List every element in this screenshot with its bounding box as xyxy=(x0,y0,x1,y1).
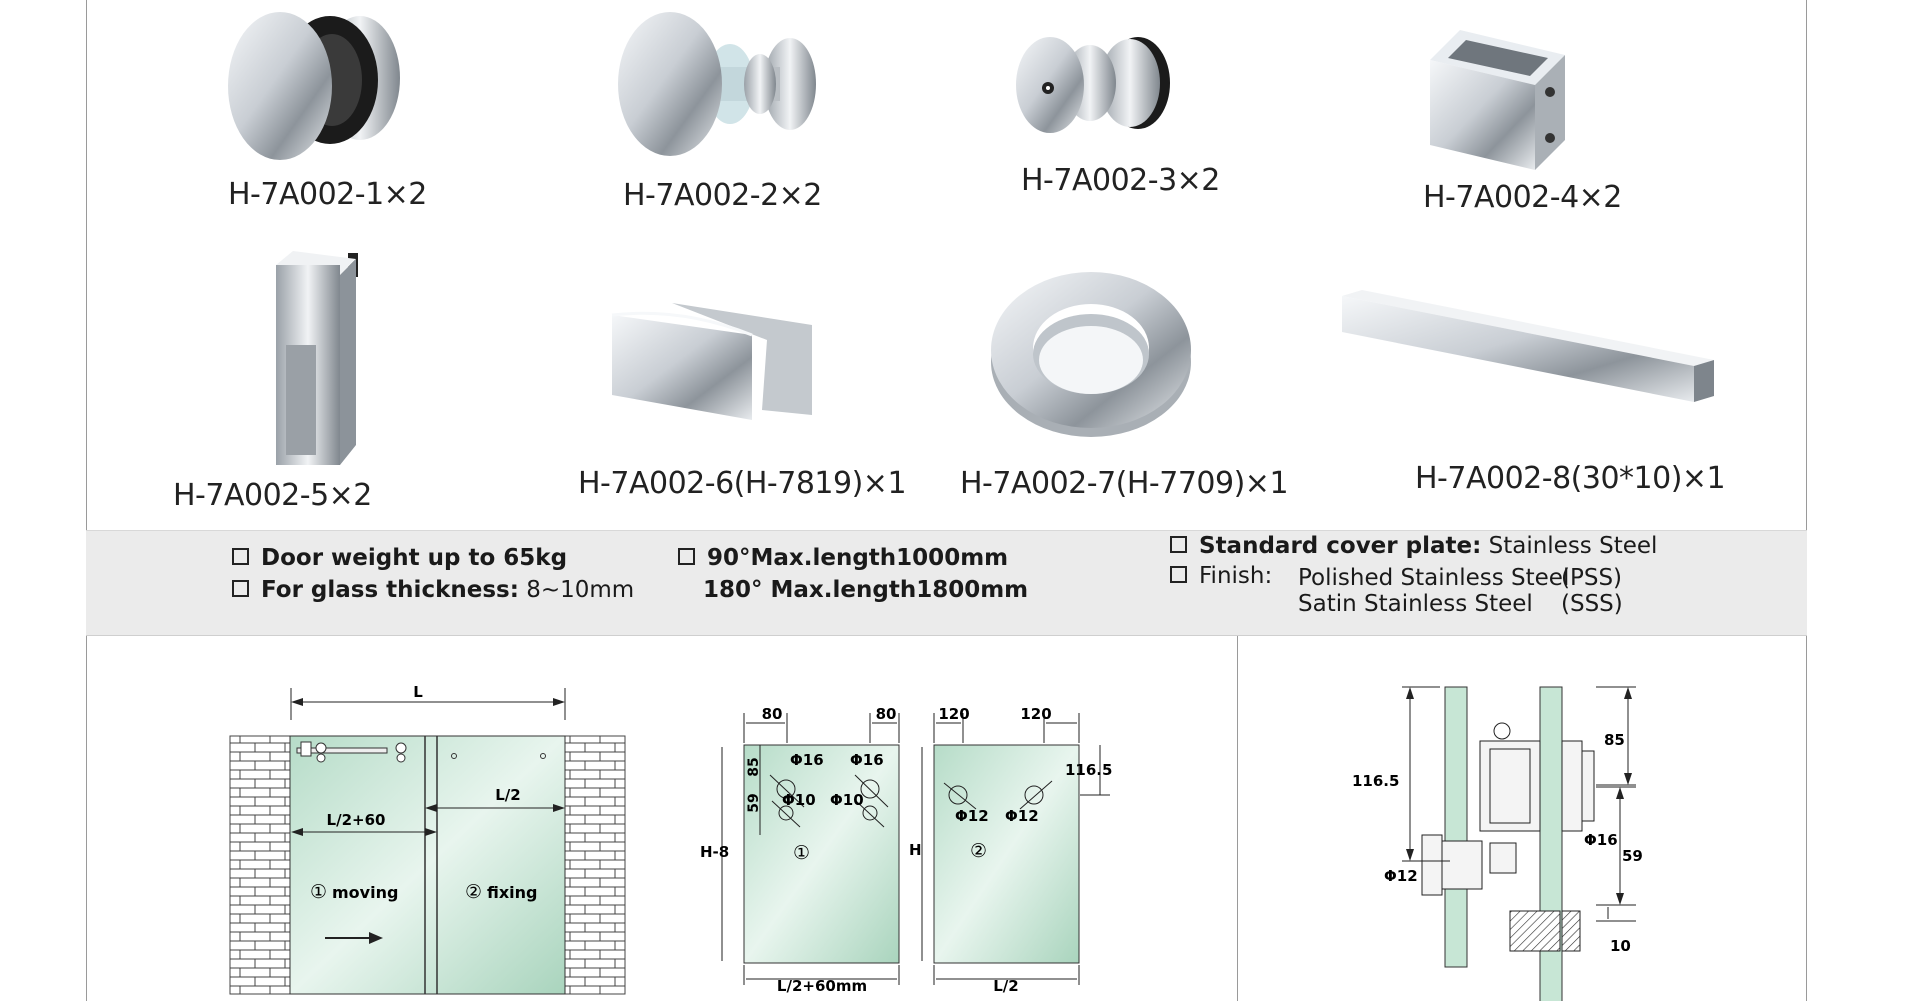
spec-door-weight: Door weight up to 65kg xyxy=(232,545,567,571)
dim-120-left: 120 xyxy=(938,705,969,723)
cross-section-diagram: 116.5 85 Φ16 59 Φ12 10 xyxy=(1352,686,1643,1001)
moving-number: ① xyxy=(310,881,327,903)
arrow-right-icon xyxy=(369,932,383,944)
dim-L: L xyxy=(413,683,423,701)
dim-85-section: 85 xyxy=(1604,731,1625,749)
product-label-4: H-7A002-4×2 xyxy=(1423,180,1622,215)
hole-phi10-right: Φ10 xyxy=(830,791,864,809)
checkbox-icon xyxy=(1170,566,1187,583)
moving-label: moving xyxy=(332,883,398,902)
hole-phi16-right: Φ16 xyxy=(850,751,884,769)
dim-bottom-1: L/2+60mm xyxy=(777,977,867,995)
diagram-divider xyxy=(1237,634,1238,1001)
spec-max-length-90: 90°Max.length1000mm xyxy=(678,545,1008,571)
dim-116-5-section: 116.5 xyxy=(1352,772,1399,790)
spec-max-length-180: 180° Max.length1800mm xyxy=(703,577,1029,603)
hole-phi16-left: Φ16 xyxy=(790,751,824,769)
dim-85: 85 xyxy=(746,757,762,776)
product-label-7: H-7A002-7(H-7709)×1 xyxy=(960,466,1289,501)
dim-bottom-2: L/2 xyxy=(993,977,1018,995)
spec-finish: Finish: xyxy=(1170,563,1272,589)
dim-116-5: 116.5 xyxy=(1065,761,1112,779)
dim-half: L/2 xyxy=(495,786,520,804)
dim-120-right: 120 xyxy=(1020,705,1051,723)
product-label-2: H-7A002-2×2 xyxy=(623,178,822,213)
dim-phi16-section: Φ16 xyxy=(1584,831,1618,849)
page-border-right xyxy=(1806,0,1807,1001)
spec-glass-thickness: For glass thickness: 8~10mm xyxy=(232,577,634,603)
checkbox-icon xyxy=(1170,536,1187,553)
dim-H-minus-8: H-8 xyxy=(700,843,729,861)
checkbox-icon xyxy=(678,548,695,565)
dim-10-section: 10 xyxy=(1610,937,1631,955)
spec-cover-plate: Standard cover plate: Stainless Steel xyxy=(1170,533,1657,559)
product-label-3: H-7A002-3×2 xyxy=(1021,163,1220,198)
product-image-stopper xyxy=(276,251,358,465)
dim-59-section: 59 xyxy=(1622,847,1643,865)
page-border-left xyxy=(86,0,87,1001)
dim-half-plus-60: L/2+60 xyxy=(327,811,386,829)
product-label-8: H-7A002-8(30*10)×1 xyxy=(1415,461,1726,496)
product-image-rail xyxy=(1342,290,1714,402)
dim-H: H xyxy=(909,841,922,859)
door-layout-diagram: L L/2+60 L/2 ① moving ② fixing xyxy=(229,683,626,995)
dim-80-left: 80 xyxy=(762,705,783,723)
finish-option-1: Polished Stainless Steel xyxy=(1298,565,1570,591)
dim-80-right: 80 xyxy=(876,705,897,723)
finish-option-1-code: (PSS) xyxy=(1561,565,1623,591)
product-image-roller-2 xyxy=(618,12,816,156)
product-label-5: H-7A002-5×2 xyxy=(173,478,372,513)
fixing-number: ② xyxy=(465,881,482,903)
hole-phi10-left: Φ10 xyxy=(782,791,816,809)
hole-phi12-left: Φ12 xyxy=(955,807,989,825)
product-image-connector-block xyxy=(1430,30,1565,170)
product-image-ring-handle xyxy=(991,272,1191,437)
panel-number-2: ② xyxy=(970,840,987,862)
product-image-roller-1 xyxy=(228,12,400,160)
product-label-1: H-7A002-1×2 xyxy=(228,177,427,212)
dim-59: 59 xyxy=(746,793,762,812)
glass-drilling-diagram: 80 80 120 120 85 59 Φ16 Φ16 Φ10 Φ10 Φ12 … xyxy=(700,705,1112,995)
product-label-6: H-7A002-6(H-7819)×1 xyxy=(578,466,907,501)
dim-phi12-section: Φ12 xyxy=(1384,867,1418,885)
finish-option-2: Satin Stainless Steel xyxy=(1298,591,1533,617)
checkbox-icon xyxy=(232,548,249,565)
product-image-roller-3 xyxy=(1016,37,1170,133)
product-image-glass-clamp xyxy=(611,303,812,420)
specification-band: Door weight up to 65kg For glass thickne… xyxy=(86,530,1807,636)
finish-option-2-code: (SSS) xyxy=(1561,591,1623,617)
fixing-label: fixing xyxy=(487,883,538,902)
panel-number-1: ① xyxy=(793,842,810,864)
hole-phi12-right: Φ12 xyxy=(1005,807,1039,825)
checkbox-icon xyxy=(232,580,249,597)
